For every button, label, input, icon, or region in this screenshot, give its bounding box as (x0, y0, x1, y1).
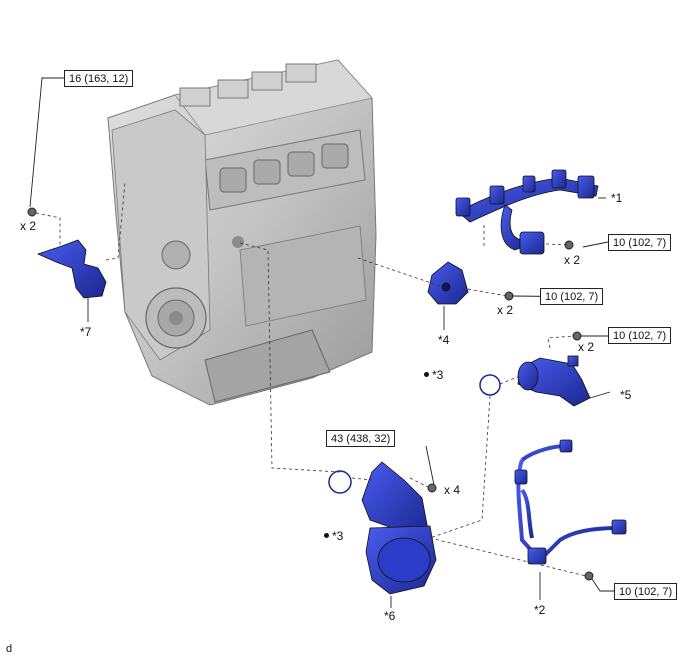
part-2-harness (516, 444, 619, 563)
quantity-label-part5: x 2 (578, 340, 595, 354)
marker-dot-upper (424, 372, 429, 377)
part-label-5: *5 (620, 388, 632, 402)
part-6-pump (361, 461, 437, 595)
torque-spec-10-part1: 10 (102, 7) (608, 234, 672, 251)
part-5-bolt-icon (572, 331, 582, 341)
part-7-bolt-icon (27, 207, 37, 217)
part-4-bracket (427, 261, 469, 305)
part-1-harness (455, 169, 599, 255)
torque-spec-43: 43 (438, 32) (326, 430, 396, 447)
part-label-3-lower: *3 (332, 529, 344, 543)
part-label-2: *2 (534, 603, 546, 617)
torque-spec-10-part4: 10 (102, 7) (540, 288, 604, 305)
part-3-oring-lower (328, 470, 352, 494)
leader-lines (29, 77, 614, 608)
quantity-label-part4: x 2 (497, 303, 514, 317)
part-2-bolt-icon (584, 571, 594, 581)
part-3-oring-upper (479, 374, 501, 396)
quantity-label-left: x 2 (20, 219, 37, 233)
torque-spec-16: 16 (163, 12) (64, 70, 134, 87)
part-5-valve (517, 355, 591, 407)
part-label-6: *6 (384, 609, 396, 623)
torque-spec-10-part2: 10 (102, 7) (614, 583, 678, 600)
dashed-assembly-lines (35, 181, 587, 577)
marker-dot-lower (324, 533, 329, 538)
part-6-bolt-icon (427, 483, 437, 493)
torque-spec-10-part5: 10 (102, 7) (608, 327, 672, 344)
quantity-label-part1: x 2 (564, 253, 581, 267)
part-label-7: *7 (80, 325, 92, 339)
part-label-4: *4 (438, 333, 450, 347)
quantity-label-part6: x 4 (444, 483, 461, 497)
part-label-3-upper: *3 (432, 368, 444, 382)
part-label-1: *1 (611, 191, 623, 205)
engine-assembly (107, 59, 377, 406)
footer-code: d (6, 643, 13, 655)
part-7-bracket (36, 239, 107, 299)
